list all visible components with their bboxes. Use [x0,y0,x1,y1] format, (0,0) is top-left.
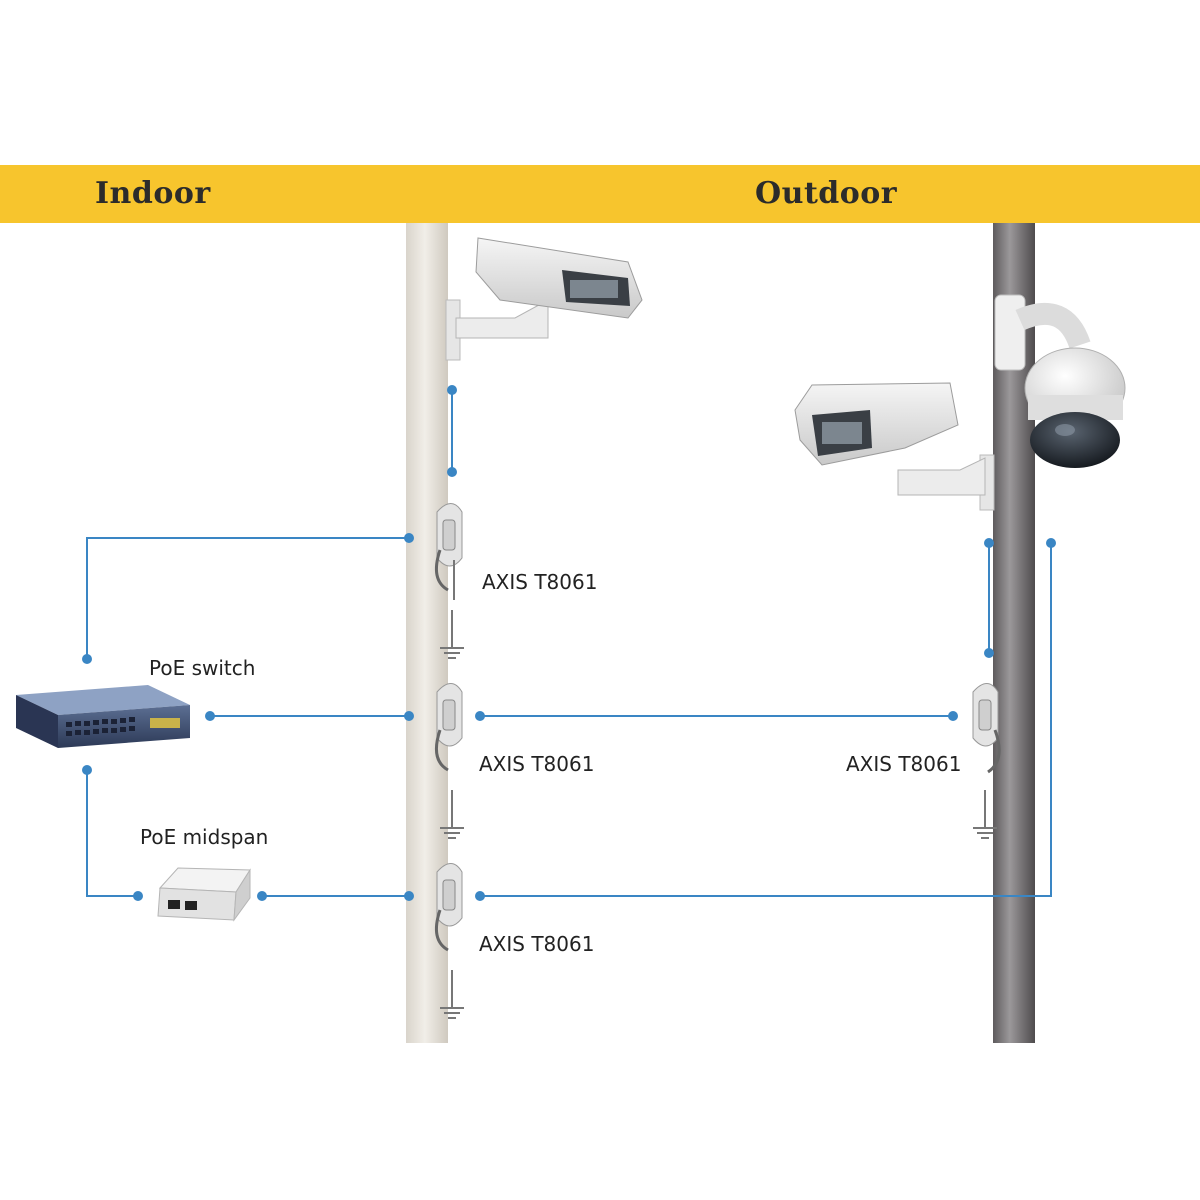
connector-dot [133,891,143,901]
poe-midspan-icon [158,868,250,920]
connector-dot [984,538,994,548]
connector-dot [948,711,958,721]
cable-converter-3-to-dome [480,543,1051,896]
connector-dot [82,654,92,664]
connector-dot [447,385,457,395]
fixed-camera-icon [795,383,994,510]
connector-dot [447,467,457,477]
media-converter-label: AXIS T8061 [479,752,594,776]
cable-switch-to-midspan [87,770,138,896]
connector-dot [984,648,994,658]
connector-dot [404,711,414,721]
cable-switch-to-converter-1 [87,538,409,659]
media-converter-label: AXIS T8061 [846,752,961,776]
media-converter-label: AXIS T8061 [479,932,594,956]
connector-dot [82,765,92,775]
media-converter-label: AXIS T8061 [482,570,597,594]
poe-switch-label: PoE switch [149,656,255,680]
connection-dots [82,385,1056,901]
cable-lines [87,390,1051,896]
connector-dot [404,533,414,543]
connector-dot [1046,538,1056,548]
poe-switch-icon [16,685,190,748]
connector-dot [257,891,267,901]
connector-dot [475,711,485,721]
connector-dot [205,711,215,721]
connector-dot [475,891,485,901]
poe-midspan-label: PoE midspan [140,825,268,849]
fixed-camera-icon [446,238,642,360]
connector-dot [404,891,414,901]
